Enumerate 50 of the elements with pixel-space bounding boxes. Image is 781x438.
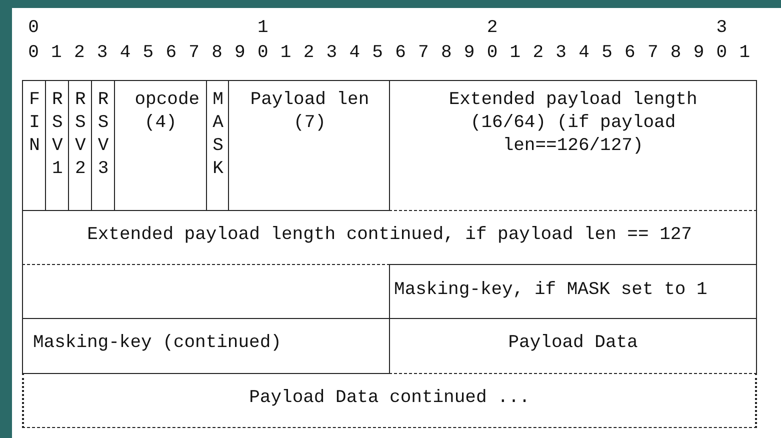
- bit-number: 3: [325, 43, 338, 63]
- bit-number: 4: [578, 43, 590, 63]
- bit-number: 2: [486, 18, 499, 38]
- frame-field: R S V 2: [68, 80, 92, 211]
- bit-number: 0: [256, 43, 270, 63]
- bit-number: 8: [669, 43, 682, 63]
- bit-number: 1: [508, 43, 522, 63]
- bit-number: 6: [624, 43, 636, 63]
- bit-number: 7: [646, 43, 660, 63]
- bit-number: 6: [164, 43, 178, 63]
- bit-number: 9: [692, 43, 706, 63]
- frame-field: F I N: [22, 80, 46, 211]
- frame-field: Masking-key (continued): [22, 318, 390, 374]
- bit-number: 8: [210, 43, 224, 63]
- frame-field: opcode (4): [114, 80, 206, 211]
- bit-number: 8: [440, 43, 453, 63]
- bit-number: 0: [486, 43, 499, 63]
- bit-number: 0: [27, 43, 40, 63]
- bit-number: 3: [715, 18, 728, 38]
- frame-field: Payload Data continued ...: [22, 373, 758, 428]
- bit-number: 7: [417, 43, 430, 63]
- bit-number: 0: [27, 18, 40, 38]
- bit-number: 1: [279, 43, 292, 63]
- bit-number: 5: [600, 43, 614, 63]
- bit-number: 5: [142, 43, 155, 63]
- frame-field: M A S K: [206, 80, 230, 211]
- bit-number: 2: [72, 43, 86, 63]
- frame-field: Extended payload length (16/64) (if payload len==126/127): [389, 80, 758, 211]
- bit-number: 9: [462, 43, 476, 63]
- bit-number: 3: [96, 43, 109, 63]
- frame-field: Payload Data: [389, 318, 758, 374]
- bit-number: 0: [715, 43, 728, 63]
- bit-number: 3: [554, 43, 568, 63]
- bit-number: 4: [348, 43, 362, 63]
- bit-number: 2: [302, 43, 316, 63]
- frame-field: Payload len (7): [228, 80, 390, 211]
- bit-number: 4: [118, 43, 132, 63]
- empty-field-box: [22, 264, 390, 319]
- bit-number: 1: [256, 18, 270, 38]
- frame-field: Extended payload length continued, if payload len == 127: [22, 210, 758, 265]
- bit-number: 2: [532, 43, 545, 63]
- frame-field: R S V 1: [44, 80, 69, 211]
- frame-field: R S V 3: [90, 80, 115, 211]
- bit-number: 6: [394, 43, 407, 63]
- bit-number: 5: [371, 43, 384, 63]
- bit-number: 7: [188, 43, 200, 63]
- bit-number: 1: [738, 43, 752, 63]
- bit-number: 1: [50, 43, 63, 63]
- bit-number: 9: [234, 43, 246, 63]
- frame-field: Masking-key, if MASK set to 1: [389, 264, 758, 319]
